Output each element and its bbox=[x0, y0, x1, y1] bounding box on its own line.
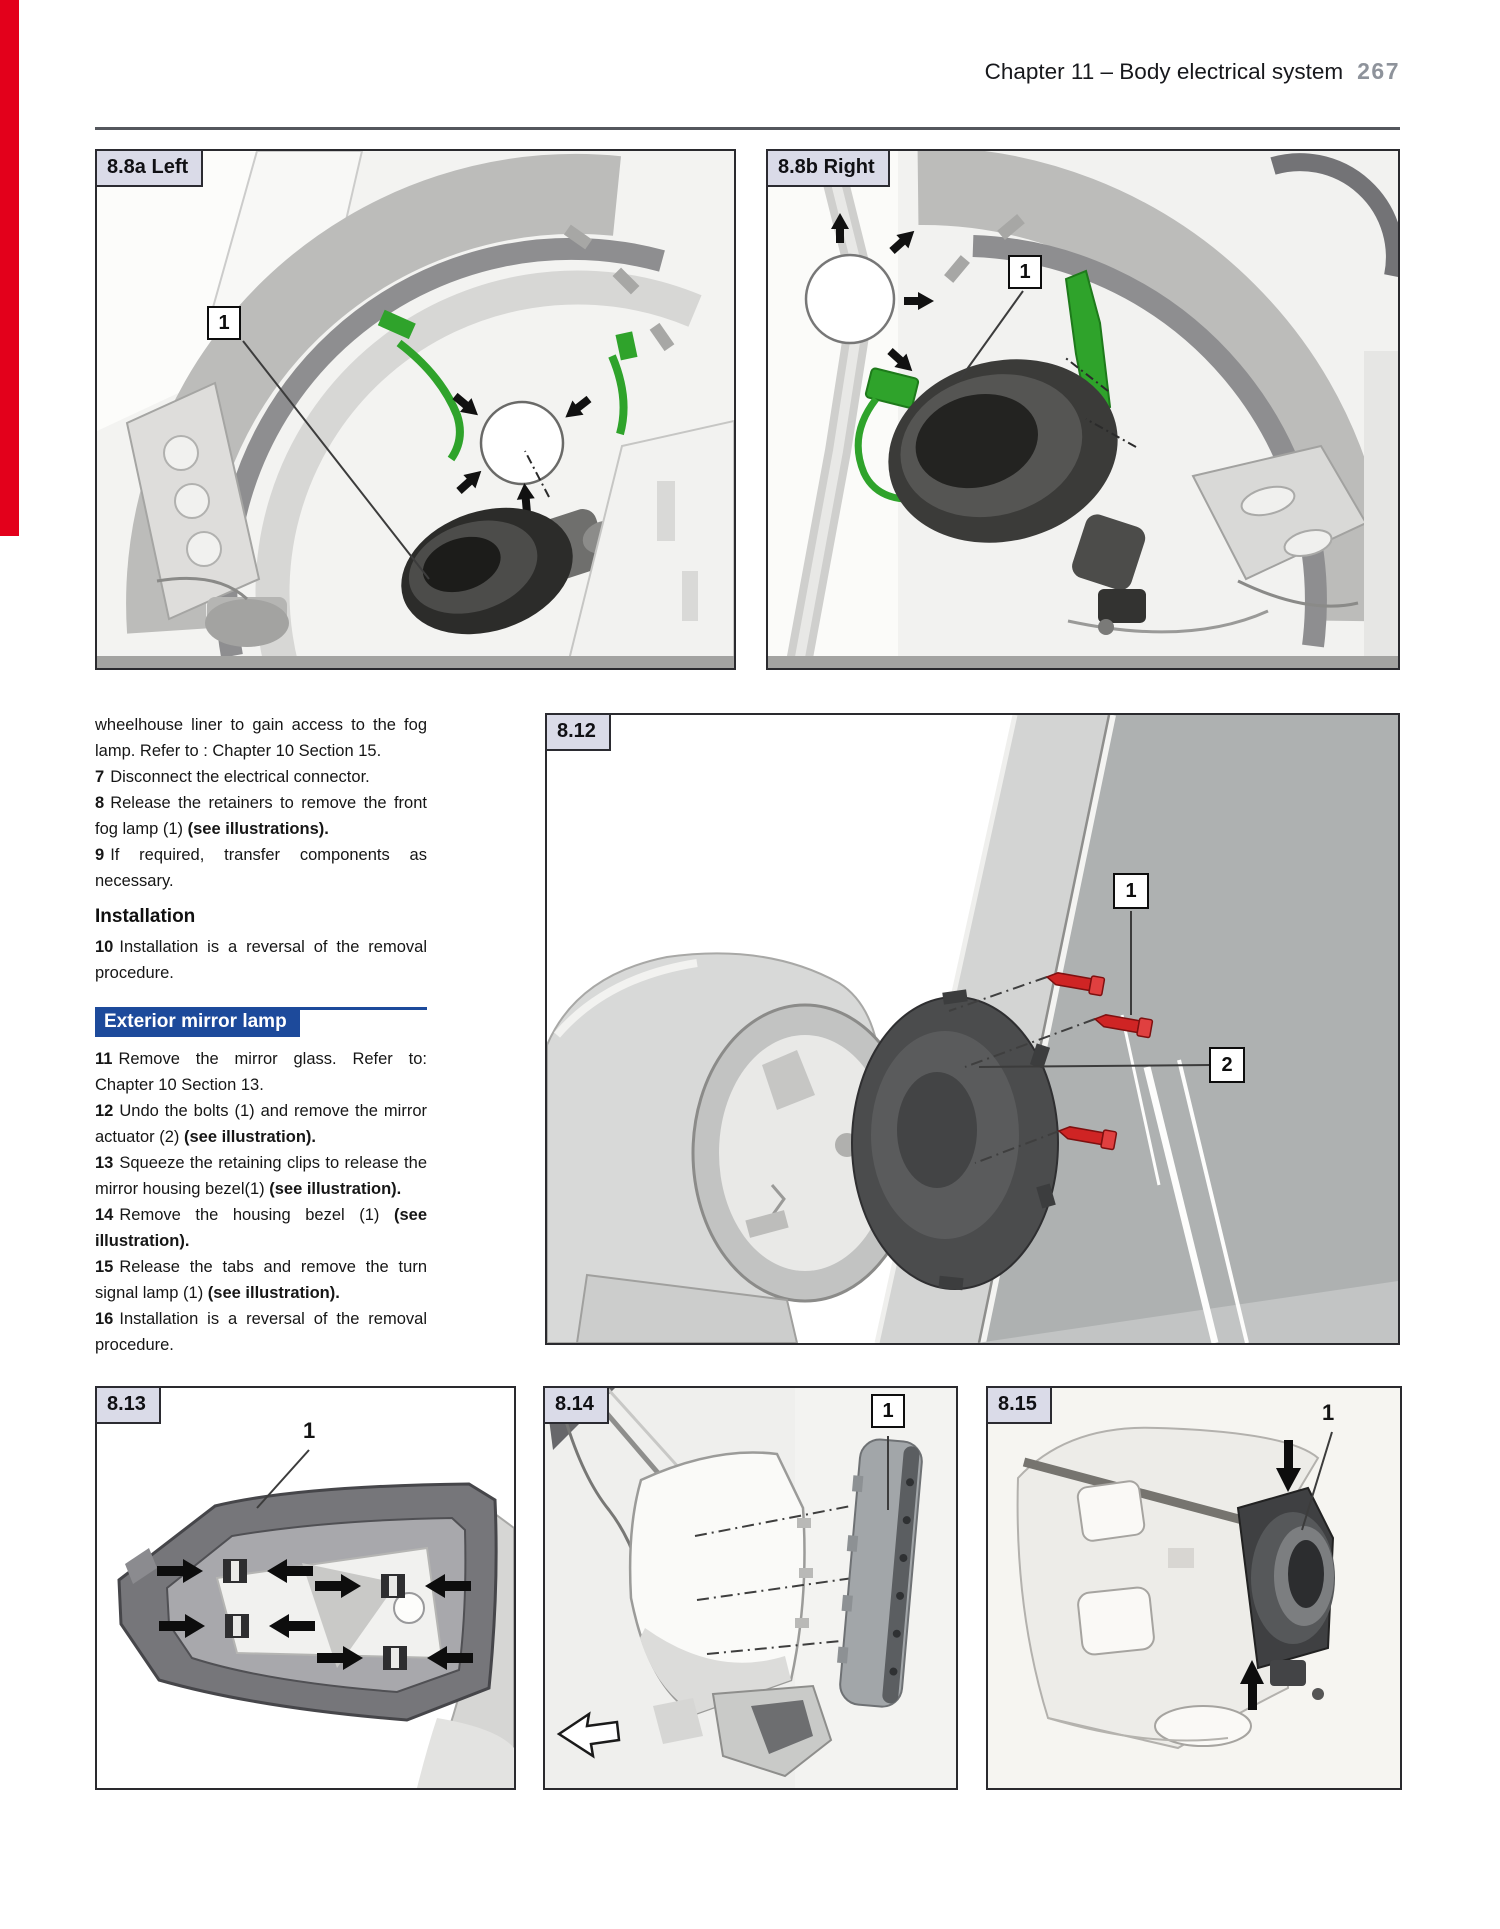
fog-lamp-art bbox=[888, 359, 1118, 543]
figure-812-art bbox=[547, 715, 1398, 1343]
figure-88a: 1 8.8a Left bbox=[95, 149, 736, 670]
figure-812-label: 8.12 bbox=[545, 713, 611, 751]
step-number: 14 bbox=[95, 1206, 114, 1224]
text-column: wheelhouse liner to gain access to the f… bbox=[95, 712, 427, 1358]
chapter-title: Chapter 11 – Body electrical system bbox=[984, 59, 1344, 84]
figure-814-label: 8.14 bbox=[543, 1386, 609, 1424]
figure-88a-label: 8.8a Left bbox=[95, 149, 204, 187]
figure-813: 1 8.13 bbox=[95, 1386, 516, 1790]
page-edge-tab bbox=[0, 0, 19, 536]
callout-1-box: 1 bbox=[207, 306, 241, 340]
turn-signal-lamp-art bbox=[1236, 1486, 1335, 1686]
callout-1-box: 1 bbox=[1113, 873, 1149, 909]
figure-812: 1 2 8.12 bbox=[545, 713, 1400, 1345]
step-number: 10 bbox=[95, 938, 114, 956]
page-header: Chapter 11 – Body electrical system 267 bbox=[985, 58, 1400, 85]
figure-88b: 1 8.8b Right bbox=[766, 149, 1400, 670]
installation-heading: Installation bbox=[95, 906, 196, 927]
section-title: Exterior mirror lamp bbox=[95, 1007, 300, 1037]
direction-arrow-icon bbox=[556, 1711, 621, 1759]
step-number: 11 bbox=[95, 1050, 113, 1068]
figure-813-label: 8.13 bbox=[95, 1386, 161, 1424]
callout-2-box: 2 bbox=[1209, 1047, 1245, 1083]
section-header: Exterior mirror lamp bbox=[95, 1007, 427, 1037]
callout-1-box: 1 bbox=[1008, 255, 1042, 289]
figure-815-art bbox=[988, 1388, 1400, 1788]
header-rule bbox=[95, 127, 1400, 130]
step-number: 13 bbox=[95, 1154, 114, 1172]
callout-1-box: 1 bbox=[871, 1394, 905, 1428]
paragraph: wheelhouse liner to gain access to the f… bbox=[95, 716, 427, 760]
callout-1-label: 1 bbox=[1322, 1400, 1335, 1425]
step-number: 9 bbox=[95, 846, 105, 864]
page-number: 267 bbox=[1357, 58, 1400, 84]
figure-88b-art bbox=[768, 151, 1398, 668]
bezel-panel-art bbox=[837, 1438, 923, 1708]
direction-arrows-icon bbox=[1240, 1440, 1301, 1710]
step-number: 12 bbox=[95, 1102, 114, 1120]
figure-815: 1 8.15 bbox=[986, 1386, 1402, 1790]
step-number: 15 bbox=[95, 1258, 114, 1276]
figure-815-label: 8.15 bbox=[986, 1386, 1052, 1424]
figure-88b-label: 8.8b Right bbox=[766, 149, 890, 187]
figure-814-art bbox=[545, 1388, 956, 1788]
figure-88a-art bbox=[97, 151, 734, 668]
callout-1-label: 1 bbox=[303, 1418, 316, 1443]
retaining-clips-art bbox=[223, 1559, 407, 1670]
figure-813-art bbox=[97, 1388, 514, 1788]
step-number: 16 bbox=[95, 1310, 114, 1328]
figure-814: 1 8.14 bbox=[543, 1386, 958, 1790]
step-number: 7 bbox=[95, 768, 105, 786]
step-number: 8 bbox=[95, 794, 105, 812]
